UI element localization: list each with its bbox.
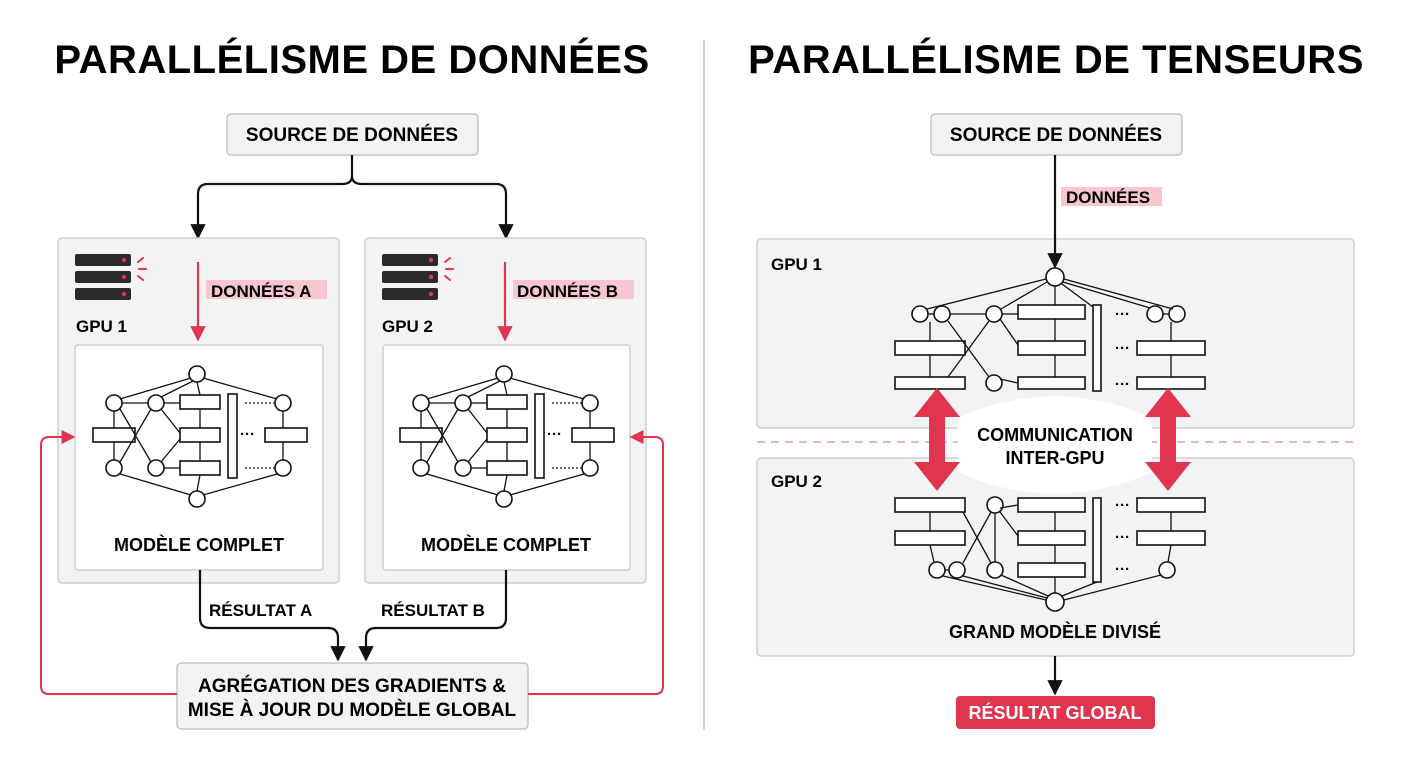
left-source-label: SOURCE DE DONNÉES (246, 124, 458, 146)
tensor-gpu1-label: GPU 1 (771, 255, 822, 274)
communication-backdrop (958, 396, 1152, 494)
left-title: PARALLÉLISME DE DONNÉES (54, 37, 649, 82)
tensor-data-highlight (1061, 187, 1162, 206)
bidirectional-arrow-icon (914, 388, 960, 491)
communication-line-1: COMMUNICATION (977, 425, 1133, 445)
data-a-highlight (206, 280, 327, 299)
bidirectional-arrow-icon (1145, 388, 1191, 491)
data-a-label: DONNÉES A (211, 282, 311, 301)
result-b-label: RÉSULTAT B (381, 601, 485, 620)
gpu1-model-label: MODÈLE COMPLET (114, 534, 284, 555)
gpu1-label: GPU 1 (76, 317, 127, 336)
result-b-arrow (358, 570, 508, 662)
split-arrow-b (350, 175, 514, 240)
feedback-arrow-gpu1 (40, 430, 177, 695)
gpu2-model-label: MODÈLE COMPLET (421, 534, 591, 555)
global-result-label: RÉSULTAT GLOBAL (969, 702, 1142, 723)
feedback-arrow-gpu2 (528, 430, 664, 695)
split-model-label: GRAND MODÈLE DIVISÉ (949, 621, 1161, 642)
tensor-gpu2-label: GPU 2 (771, 472, 822, 491)
data-b-label: DONNÉES B (517, 282, 618, 301)
result-a-arrow (198, 570, 346, 662)
global-result-box (956, 696, 1155, 729)
tensor-data-label: DONNÉES (1066, 188, 1150, 207)
data-b-highlight (513, 280, 634, 299)
right-title: PARALLÉLISME DE TENSEURS (748, 37, 1364, 82)
aggregation-box (176, 662, 529, 730)
split-arrow-a (190, 155, 354, 240)
result-a-label: RÉSULTAT A (209, 601, 312, 620)
gpu2-label: GPU 2 (382, 317, 433, 336)
aggregation-line-2: MISE À JOUR DU MODÈLE GLOBAL (188, 699, 517, 721)
right-source-label: SOURCE DE DONNÉES (950, 124, 1162, 146)
right-source-box (930, 113, 1183, 156)
aggregation-line-1: AGRÉGATION DES GRADIENTS & (198, 675, 506, 697)
communication-line-2: INTER-GPU (1006, 448, 1105, 468)
